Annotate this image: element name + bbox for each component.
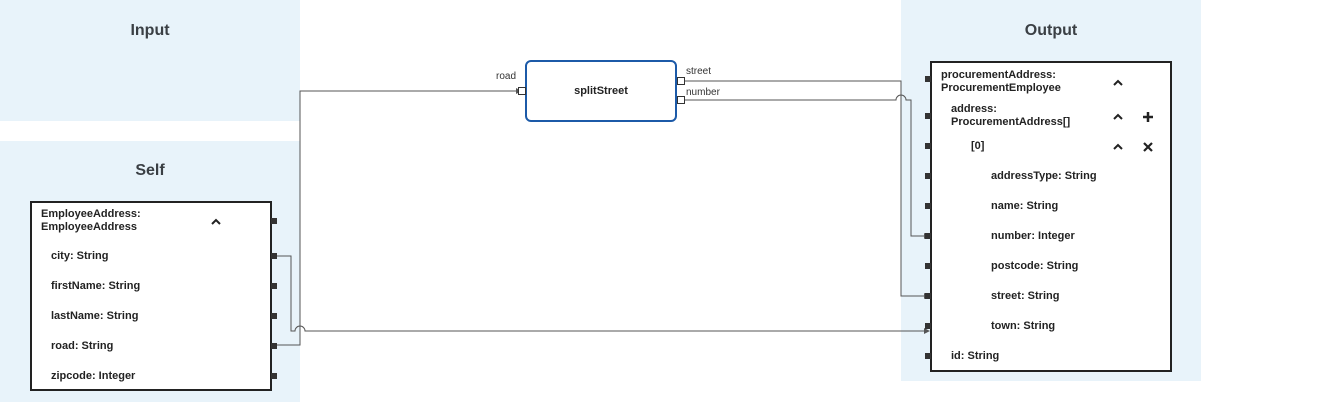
port-id[interactable] (925, 353, 931, 359)
chevron-up-icon[interactable] (1111, 76, 1125, 90)
header-line-1: procurementAddress: (941, 69, 1056, 81)
field-lastname: lastName: String (51, 310, 139, 322)
plus-icon[interactable] (1141, 110, 1155, 124)
chevron-up-icon[interactable] (1111, 140, 1125, 154)
field-zipcode: zipcode: Integer (51, 370, 136, 382)
field-number: number: Integer (991, 230, 1075, 242)
field-road: road: String (51, 340, 114, 352)
address-line-1: address: (951, 103, 997, 115)
port-addresstype[interactable] (925, 173, 931, 179)
function-name: splitStreet (574, 85, 628, 97)
employee-address-header: EmployeeAddress: EmployeeAddress (41, 208, 141, 234)
field-town: town: String (991, 320, 1056, 332)
wire-road-to-splitstreet (277, 90, 516, 346)
field-street: street: String (991, 290, 1060, 302)
splitstreet-function-node[interactable]: splitStreet (525, 60, 677, 122)
port-road[interactable] (271, 343, 277, 349)
field-city: city: String (51, 250, 109, 262)
function-input-port-road[interactable] (518, 87, 526, 95)
function-output-port-street[interactable] (677, 77, 685, 85)
employee-address-box: EmployeeAddress: EmployeeAddress city: S… (30, 201, 272, 391)
port-address[interactable] (925, 113, 931, 119)
field-addresstype: addressType: String (991, 170, 1097, 182)
header-line-2: ProcurementEmployee (941, 82, 1061, 94)
port-street[interactable] (925, 293, 931, 299)
input-panel: Input (0, 0, 300, 121)
wire-street-to-output-street (684, 80, 928, 297)
field-postcode: postcode: String (991, 260, 1079, 272)
self-panel-title: Self (135, 162, 165, 179)
output-panel-title: Output (1024, 22, 1078, 39)
port-lastname[interactable] (271, 313, 277, 319)
procurement-address-box: procurementAddress: ProcurementEmployee … (930, 61, 1172, 372)
input-panel-title: Input (130, 22, 170, 39)
port-postcode[interactable] (925, 263, 931, 269)
port-firstname[interactable] (271, 283, 277, 289)
function-output-label-number: number (686, 87, 720, 98)
port-index-0[interactable] (925, 143, 931, 149)
port-city[interactable] (271, 253, 277, 259)
array-index: [0] (971, 140, 985, 152)
port-procurement-address[interactable] (925, 76, 931, 82)
wire-number-to-output-number (684, 94, 928, 237)
port-town[interactable] (925, 323, 931, 329)
address-array-header: address: ProcurementAddress[] (951, 103, 1070, 129)
chevron-up-icon[interactable] (209, 215, 223, 229)
close-icon[interactable] (1141, 140, 1155, 154)
header-line-2: EmployeeAddress (41, 221, 137, 233)
port-zipcode[interactable] (271, 373, 277, 379)
field-firstname: firstName: String (51, 280, 141, 292)
chevron-up-icon[interactable] (1111, 110, 1125, 124)
port-name[interactable] (925, 203, 931, 209)
header-line-1: EmployeeAddress: (41, 208, 141, 220)
function-output-port-number[interactable] (677, 96, 685, 104)
function-output-label-street: street (686, 66, 712, 77)
procurement-address-header: procurementAddress: ProcurementEmployee (941, 69, 1061, 95)
function-input-label: road (496, 71, 517, 82)
field-name: name: String (991, 200, 1059, 212)
port-number[interactable] (925, 233, 931, 239)
field-id: id: String (951, 350, 1000, 362)
port-employee-address[interactable] (271, 218, 277, 224)
address-line-2: ProcurementAddress[] (951, 116, 1071, 128)
wire-city-to-output (277, 255, 928, 332)
